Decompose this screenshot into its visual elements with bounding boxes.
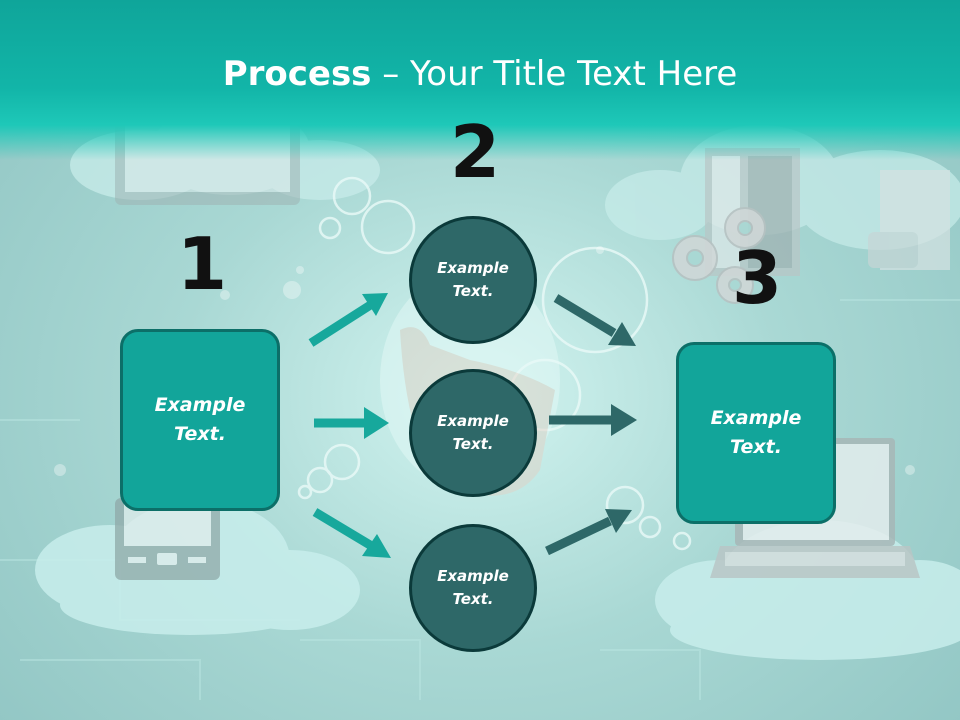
arrow-right-icon: [314, 407, 389, 439]
step-number-3: 3: [732, 236, 783, 320]
step-1-text: Example Text.: [154, 394, 246, 445]
step-2-circle-3-text: Example Text.: [437, 567, 509, 608]
arrow-right-icon: [549, 404, 637, 436]
arrow-right-down-icon: [312, 508, 391, 558]
step-number-2: 2: [450, 110, 501, 194]
title-bar: [0, 0, 960, 160]
light-dots: [54, 246, 915, 476]
step-2-circle-2[interactable]: Example Text.: [409, 369, 537, 497]
step-3-text: Example Text.: [710, 407, 802, 458]
arrow-right-down-icon: [553, 294, 636, 346]
step-2-circle-1[interactable]: Example Text.: [409, 216, 537, 344]
gears-icon: [672, 207, 766, 304]
title-bold: Process: [222, 54, 372, 94]
step-2-circle-2-text: Example Text.: [437, 412, 509, 453]
step-2-circle-1-text: Example Text.: [437, 259, 509, 300]
arrow-right-up-icon: [545, 509, 632, 556]
step-2-circle-3[interactable]: Example Text.: [409, 524, 537, 652]
step-number-1: 1: [177, 222, 228, 306]
slide-title: Process – Your Title Text Here: [0, 52, 960, 96]
arrow-right-up-icon: [308, 293, 388, 347]
step-3-box[interactable]: Example Text.: [676, 342, 836, 524]
title-rest: – Your Title Text Here: [371, 54, 738, 94]
step-1-box[interactable]: Example Text.: [120, 329, 280, 511]
